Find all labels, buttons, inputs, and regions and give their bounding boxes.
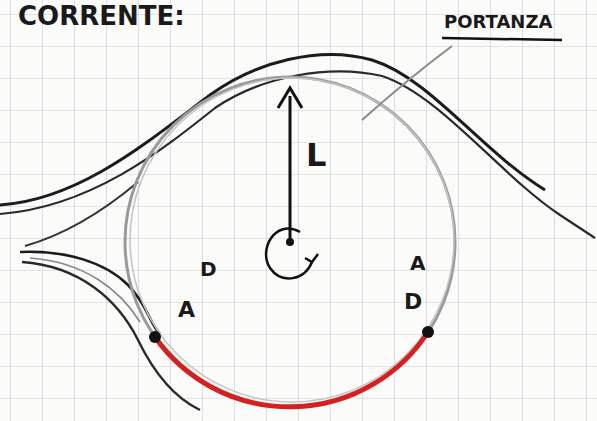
rotation-arrow (266, 229, 312, 279)
arrow-head (278, 88, 302, 108)
streamline (22, 262, 200, 410)
force-label: L (306, 138, 326, 173)
section-heading: CORRENTE: (18, 2, 185, 31)
streamline (25, 182, 138, 246)
underline (442, 38, 562, 40)
arrow-head (305, 254, 318, 262)
cylinder-outline (130, 78, 454, 402)
center-dot (286, 238, 294, 246)
point-dot (422, 326, 434, 338)
point-label: A (410, 252, 425, 274)
point-label: A (178, 298, 195, 322)
point-label: D (404, 290, 422, 314)
point-dot (149, 331, 161, 343)
streamline (30, 258, 140, 322)
lift-arrow (289, 96, 292, 242)
point-label: D (200, 258, 217, 280)
wake-arc (155, 332, 428, 407)
leader-line (362, 46, 452, 120)
callout-label: PORTANZA (444, 12, 552, 32)
streamline (0, 71, 595, 238)
cylinder-outline (125, 77, 455, 407)
